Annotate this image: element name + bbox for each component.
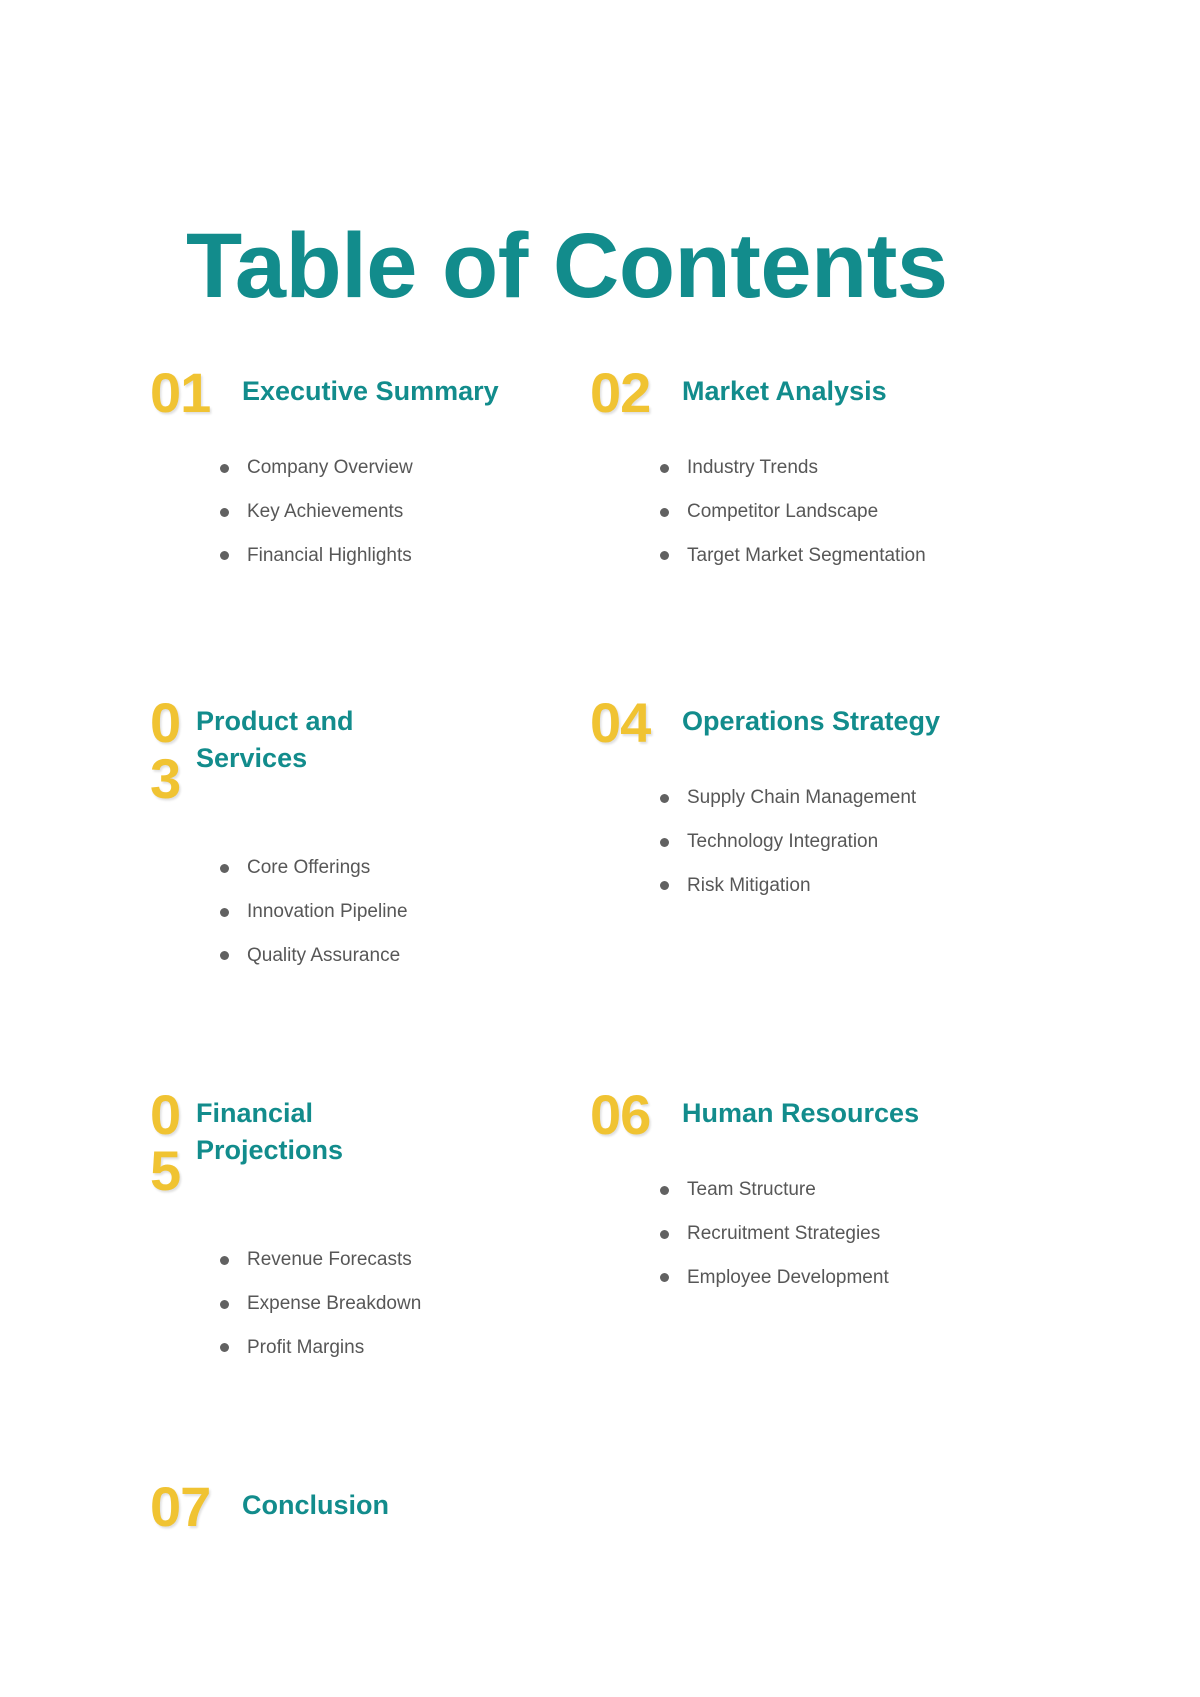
bullet-icon: [220, 551, 229, 561]
list-item[interactable]: Quality Assurance: [220, 945, 580, 968]
list-item[interactable]: Supply Chain Management: [660, 787, 1020, 810]
list-item-label: Profit Margins: [247, 1336, 365, 1358]
section-title: Product and Services: [196, 706, 354, 774]
list-item-label: Recruitment Strategies: [687, 1222, 881, 1244]
bullet-icon: [220, 907, 229, 917]
section-03: 03 Product and Services Core Offerings I…: [150, 695, 580, 988]
bullet-icon: [220, 863, 229, 873]
list-item-label: Target Market Segmentation: [687, 544, 926, 566]
section-item-list: Core Offerings Innovation Pipeline Quali…: [220, 857, 580, 967]
section-07: 07 Conclusion: [150, 1479, 580, 1535]
list-item-label: Innovation Pipeline: [247, 900, 408, 922]
bullet-icon: [660, 837, 669, 847]
section-header: 07 Conclusion: [150, 1479, 580, 1535]
list-item-label: Core Offerings: [247, 857, 371, 878]
list-item-label: Industry Trends: [687, 457, 818, 478]
bullet-icon: [660, 1185, 669, 1195]
list-item[interactable]: Innovation Pipeline: [220, 901, 580, 924]
bullet-icon: [660, 793, 669, 803]
sections-row: 03 Product and Services Core Offerings I…: [150, 695, 1070, 1087]
section-01: 01 Executive Summary Company Overview Ke…: [150, 365, 580, 588]
section-number: 04: [590, 691, 651, 754]
sections-grid: 01 Executive Summary Company Overview Ke…: [150, 365, 1070, 1659]
list-item[interactable]: Expense Breakdown: [220, 1293, 580, 1316]
section-title: Human Resources: [682, 1098, 920, 1128]
bullet-icon: [220, 463, 229, 473]
bullet-icon: [660, 1229, 669, 1239]
sections-row: 05 Financial Projections Revenue Forecas…: [150, 1087, 1070, 1479]
section-number: 03: [150, 691, 181, 810]
section-06: 06 Human Resources Team Structure Recrui…: [590, 1087, 1020, 1310]
list-item[interactable]: Competitor Landscape: [660, 501, 1020, 524]
section-title: Conclusion: [242, 1490, 389, 1520]
sections-row: 01 Executive Summary Company Overview Ke…: [150, 365, 1070, 695]
section-number: 02: [590, 361, 651, 424]
page-title: Table of Contents: [186, 215, 948, 317]
list-item[interactable]: Technology Integration: [660, 831, 1020, 854]
section-04: 04 Operations Strategy Supply Chain Mana…: [590, 695, 1020, 918]
list-item[interactable]: Employee Development: [660, 1267, 1020, 1290]
section-item-list: Revenue Forecasts Expense Breakdown Prof…: [220, 1249, 580, 1359]
section-header: 05 Financial Projections: [150, 1087, 580, 1199]
section-header: 04 Operations Strategy: [590, 695, 1020, 751]
section-02: 02 Market Analysis Industry Trends Compe…: [590, 365, 1020, 588]
bullet-icon: [660, 507, 669, 517]
section-header: 06 Human Resources: [590, 1087, 1020, 1143]
list-item-label: Revenue Forecasts: [247, 1249, 412, 1270]
section-title: Executive Summary: [242, 376, 499, 406]
sections-row: 07 Conclusion: [150, 1479, 1070, 1659]
list-item-label: Risk Mitigation: [687, 874, 811, 896]
list-item-label: Technology Integration: [687, 830, 879, 852]
list-item[interactable]: Industry Trends: [660, 457, 1020, 480]
section-number: 01: [150, 361, 211, 424]
section-05: 05 Financial Projections Revenue Forecas…: [150, 1087, 580, 1380]
list-item-label: Key Achievements: [247, 500, 404, 522]
bullet-icon: [220, 1255, 229, 1265]
list-item-label: Competitor Landscape: [687, 500, 879, 522]
list-item-label: Supply Chain Management: [687, 787, 917, 808]
section-title: Market Analysis: [682, 376, 887, 406]
section-number: 06: [590, 1083, 651, 1146]
list-item[interactable]: Recruitment Strategies: [660, 1223, 1020, 1246]
bullet-icon: [660, 881, 669, 891]
list-item[interactable]: Core Offerings: [220, 857, 580, 880]
list-item-label: Employee Development: [687, 1266, 889, 1288]
bullet-icon: [220, 1299, 229, 1309]
bullet-icon: [220, 507, 229, 517]
section-header: 01 Executive Summary: [150, 365, 580, 421]
section-title: Operations Strategy: [682, 706, 941, 736]
list-item[interactable]: Team Structure: [660, 1179, 1020, 1202]
list-item[interactable]: Risk Mitigation: [660, 875, 1020, 898]
list-item-label: Quality Assurance: [247, 944, 401, 966]
bullet-icon: [660, 463, 669, 473]
bullet-icon: [220, 951, 229, 961]
section-item-list: Industry Trends Competitor Landscape Tar…: [660, 457, 1020, 567]
bullet-icon: [660, 1273, 669, 1283]
list-item[interactable]: Company Overview: [220, 457, 580, 480]
section-header: 03 Product and Services: [150, 695, 580, 807]
section-item-list: Supply Chain Management Technology Integ…: [660, 787, 1020, 897]
list-item[interactable]: Revenue Forecasts: [220, 1249, 580, 1272]
section-title: Financial Projections: [196, 1098, 344, 1166]
bullet-icon: [660, 551, 669, 561]
list-item-label: Financial Highlights: [247, 544, 412, 566]
list-item-label: Company Overview: [247, 457, 413, 478]
section-item-list: Company Overview Key Achievements Financ…: [220, 457, 580, 567]
list-item-label: Expense Breakdown: [247, 1292, 422, 1314]
bullet-icon: [220, 1343, 229, 1353]
section-number: 05: [150, 1083, 181, 1202]
section-number: 07: [150, 1475, 211, 1538]
list-item[interactable]: Profit Margins: [220, 1337, 580, 1360]
list-item[interactable]: Target Market Segmentation: [660, 545, 1020, 568]
list-item[interactable]: Financial Highlights: [220, 545, 580, 568]
list-item-label: Team Structure: [687, 1179, 816, 1200]
section-item-list: Team Structure Recruitment Strategies Em…: [660, 1179, 1020, 1289]
list-item[interactable]: Key Achievements: [220, 501, 580, 524]
section-header: 02 Market Analysis: [590, 365, 1020, 421]
